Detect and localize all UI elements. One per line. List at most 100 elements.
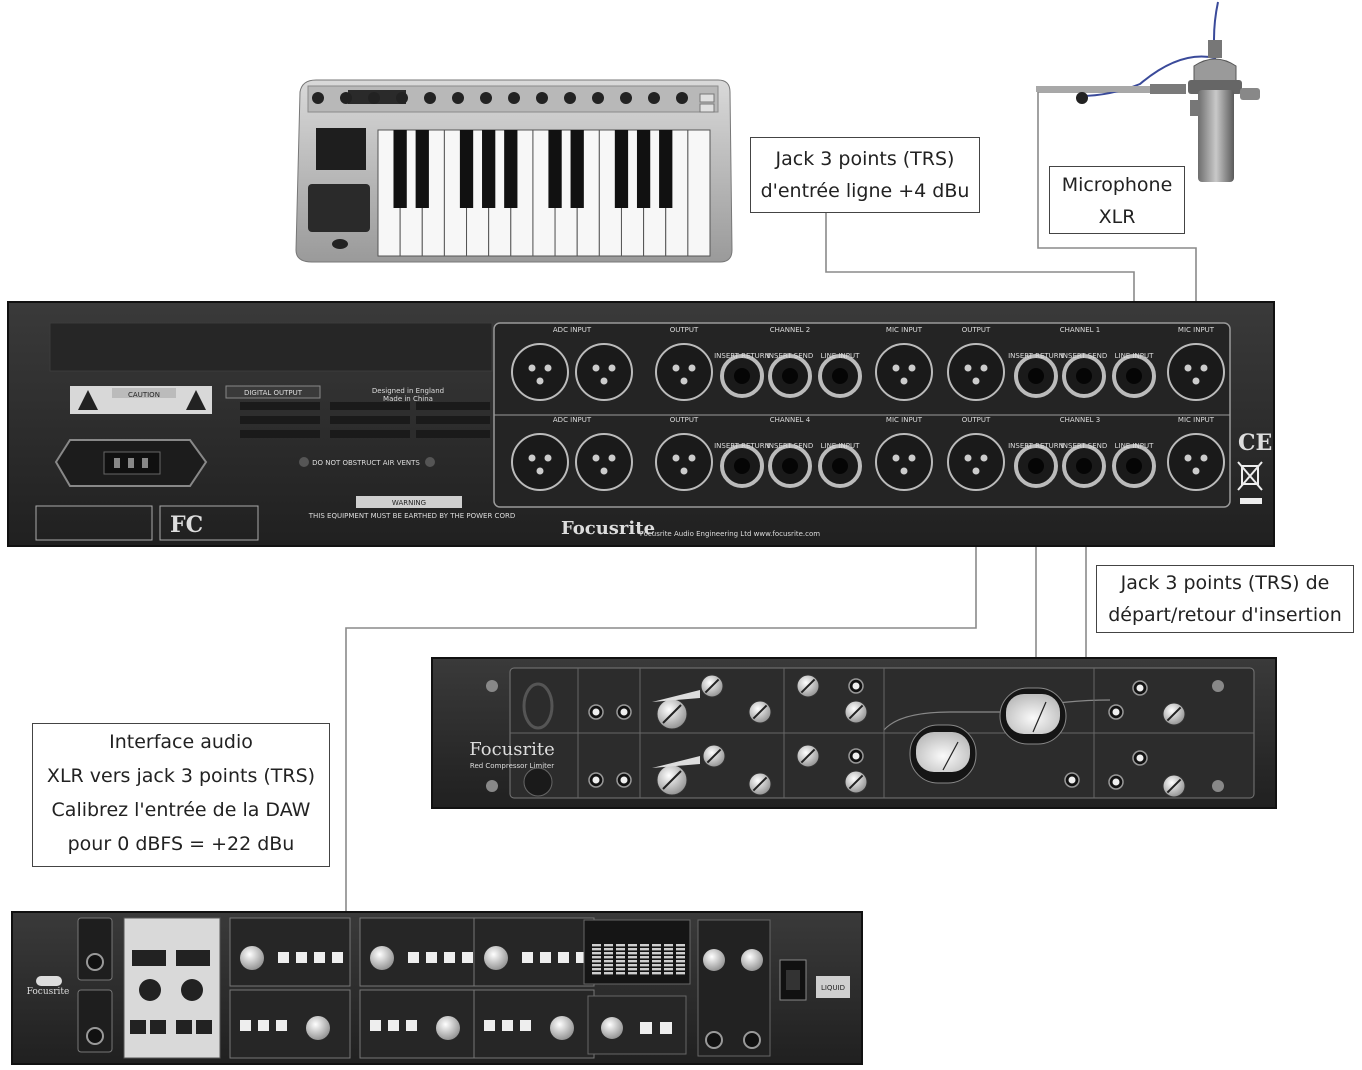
weee-icon — [1237, 461, 1263, 491]
meter-led — [652, 972, 661, 975]
connector-label: CHANNEL 2 — [770, 326, 810, 334]
xlr-pin — [1184, 454, 1192, 462]
black-key — [482, 130, 496, 208]
meter-led — [592, 960, 601, 963]
vu-meter-2 — [999, 687, 1067, 745]
connector-label: LINE INPUT — [1115, 442, 1154, 450]
xlr-pin — [544, 454, 552, 462]
switch — [332, 952, 343, 963]
button-cap — [1136, 754, 1144, 762]
meter-led — [616, 964, 625, 967]
xlr-pin — [892, 364, 900, 372]
meter-led — [664, 956, 673, 959]
label-trs-insert: Jack 3 points (TRS) de départ/retour d'i… — [1096, 565, 1354, 633]
meter-led — [640, 956, 649, 959]
xlr-pin — [980, 454, 988, 462]
meter-led — [640, 964, 649, 967]
knob — [508, 92, 520, 104]
meter-led — [664, 944, 673, 947]
xlr-connector — [655, 343, 713, 401]
meter-led — [652, 960, 661, 963]
designed-text: Designed in England — [372, 387, 444, 395]
xlr-pin — [908, 364, 916, 372]
xlr-connector — [511, 343, 569, 401]
connector-label: INSERT RETURN — [714, 442, 770, 450]
xlr-pin — [608, 454, 616, 462]
black-key — [614, 130, 629, 208]
knob-pointer — [848, 704, 864, 720]
label-microphone-xlr: Microphone XLR — [1049, 166, 1185, 234]
audio-interface-rack: Focusrite LIQUID — [11, 911, 863, 1065]
jack-hole — [782, 458, 798, 474]
knob — [620, 92, 632, 104]
switch — [314, 952, 325, 963]
switch — [406, 1020, 417, 1031]
meter-led — [592, 972, 601, 975]
meter-led — [628, 952, 637, 955]
connector-label: OUTPUT — [962, 416, 991, 424]
switch — [388, 1020, 399, 1031]
label-audio-interface-3: Calibrez l'entrée de la DAW — [51, 799, 311, 821]
xlr-connector — [575, 343, 633, 401]
warning-text: WARNING — [392, 499, 426, 507]
black-key — [548, 130, 562, 208]
switch — [426, 952, 437, 963]
meter-led — [592, 944, 601, 947]
knob — [306, 1016, 330, 1040]
connector-label: INSERT SEND — [1061, 442, 1108, 450]
xlr-pin — [1184, 364, 1192, 372]
switch — [408, 952, 419, 963]
fcc-mark: FC — [170, 512, 203, 538]
company-text: Focusrite Audio Engineering Ltd www.focu… — [640, 530, 820, 538]
xlr-pin — [672, 454, 680, 462]
ramp-graphic — [652, 756, 700, 768]
digital-output-text: DIGITAL OUTPUT — [244, 389, 303, 397]
midi-keyboard — [295, 79, 733, 263]
connector-label: LINE INPUT — [821, 352, 860, 360]
knob — [396, 92, 408, 104]
meter-led — [640, 960, 649, 963]
meter-led — [604, 968, 613, 971]
switch — [576, 952, 587, 963]
meter-led — [604, 956, 613, 959]
switch — [276, 1020, 287, 1031]
knob-pointer — [1166, 778, 1182, 794]
knob — [648, 92, 660, 104]
knob-pointer — [800, 748, 816, 764]
meter-led — [628, 956, 637, 959]
xlr-pin — [1192, 377, 1200, 385]
label-trs-insert-2: départ/retour d'insertion — [1108, 604, 1342, 626]
knob — [536, 92, 548, 104]
meter-led — [640, 948, 649, 951]
connector-label: INSERT RETURN — [1008, 352, 1064, 360]
knob-pointer — [752, 704, 768, 720]
made-text: Made in China — [383, 395, 433, 403]
knob-pointer — [848, 774, 864, 790]
xlr-pin — [528, 454, 536, 462]
knob — [452, 92, 464, 104]
knob — [592, 92, 604, 104]
meter-led — [652, 952, 661, 955]
meter-led — [628, 960, 637, 963]
meter-led — [676, 960, 685, 963]
rear-brand: Focusrite — [561, 518, 655, 539]
xlr-connector — [511, 433, 569, 491]
keyboard-knobs — [312, 92, 688, 104]
button-cap — [1112, 778, 1120, 786]
meter-led — [628, 968, 637, 971]
jack-hole — [782, 368, 798, 384]
knob — [240, 946, 264, 970]
switch — [558, 952, 569, 963]
meter-led — [604, 972, 613, 975]
xlr-pin — [1200, 364, 1208, 372]
meter-led — [652, 948, 661, 951]
jack-hole — [1126, 368, 1142, 384]
jack-hole — [832, 368, 848, 384]
meter-led — [616, 960, 625, 963]
label-trs-line-input-1: Jack 3 points (TRS) — [775, 148, 955, 170]
black-keys — [393, 130, 673, 208]
connector-label: INSERT SEND — [767, 442, 814, 450]
xlr-pin — [680, 377, 688, 385]
